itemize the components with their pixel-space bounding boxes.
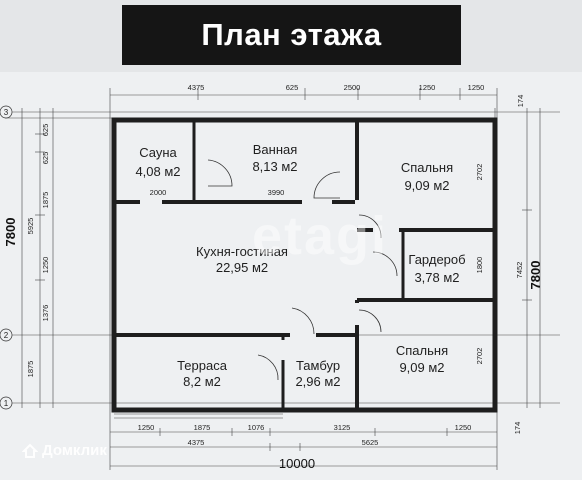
dim-right-chain-2: 1800 [475, 257, 484, 274]
title-banner: План этажа [122, 5, 461, 65]
door-arcs [207, 159, 398, 381]
axis-label-1: 1 [4, 399, 9, 408]
dim-left-3: 1875 [41, 192, 50, 209]
dim-top-1: 4375 [188, 83, 205, 92]
axis-markers [0, 105, 13, 410]
dim-right-outer: 7800 [528, 261, 543, 290]
watermark: etagi [252, 206, 389, 266]
dim-left-5: 1376 [41, 305, 50, 322]
dim-inner-sauna: 2000 [150, 188, 167, 197]
dim-inner-bath: 3990 [268, 188, 285, 197]
dim-bottom-4: 3125 [334, 423, 351, 432]
room-name-terrace: Терраса [177, 358, 228, 373]
dim-bottom-2: 1875 [194, 423, 211, 432]
room-area-bathroom: 8,13 м2 [252, 159, 297, 174]
dim-top-2: 625 [286, 83, 299, 92]
dim-bottom-right: 174 [513, 422, 522, 435]
dim-left-4: 1250 [41, 257, 50, 274]
room-area-bedroom-top: 9,09 м2 [404, 178, 449, 193]
dim-bottom-total: 10000 [279, 456, 315, 471]
dim-left-6: 1875 [26, 361, 35, 378]
room-area-terrace: 8,2 м2 [183, 374, 221, 389]
dim-left-outer: 7800 [3, 218, 18, 247]
dim-right-chain-3: 2702 [475, 348, 484, 365]
dim-right-chain-1: 2702 [475, 164, 484, 181]
house-icon [22, 443, 38, 458]
room-name-bedroom-top: Спальня [401, 160, 453, 175]
dim-bottom-row2-1: 4375 [188, 438, 205, 447]
dim-left-2: 625 [41, 152, 50, 165]
brand-logo: Домклик [22, 442, 107, 459]
dim-top-3: 2500 [344, 83, 361, 92]
room-area-sauna: 4,08 м2 [135, 164, 180, 179]
door-openings [140, 198, 399, 360]
step-lines [114, 413, 283, 419]
room-name-vestibule: Тамбур [296, 358, 340, 373]
room-area-bedroom-bottom: 9,09 м2 [399, 360, 444, 375]
room-name-kitchen: Кухня-гостиная [196, 244, 288, 259]
axis-label-3: 3 [4, 108, 9, 117]
room-area-wardrobe: 3,78 м2 [414, 270, 459, 285]
room-name-bedroom-bottom: Спальня [396, 343, 448, 358]
room-area-vestibule: 2,96 м2 [295, 374, 340, 389]
dim-right-inner: 7452 [515, 262, 524, 279]
dim-bottom-1: 1250 [138, 423, 155, 432]
room-area-kitchen: 22,95 м2 [216, 260, 268, 275]
dim-left-1: 625 [41, 124, 50, 137]
dim-left-inner: 5925 [26, 218, 35, 235]
dim-bottom-3: 1076 [248, 423, 265, 432]
room-name-wardrobe: Гардероб [408, 252, 465, 267]
room-name-bathroom: Ванная [253, 142, 298, 157]
dim-top-right: 174 [516, 95, 525, 108]
dim-bottom-5: 1250 [455, 423, 472, 432]
axis-label-2: 2 [4, 331, 9, 340]
room-name-sauna: Сауна [139, 145, 177, 160]
page-title: План этажа [201, 17, 382, 52]
brand-name: Домклик [42, 442, 107, 459]
dim-top-5: 1250 [468, 83, 485, 92]
dim-top-4: 1250 [419, 83, 436, 92]
dim-bottom-row2-2: 5625 [362, 438, 379, 447]
